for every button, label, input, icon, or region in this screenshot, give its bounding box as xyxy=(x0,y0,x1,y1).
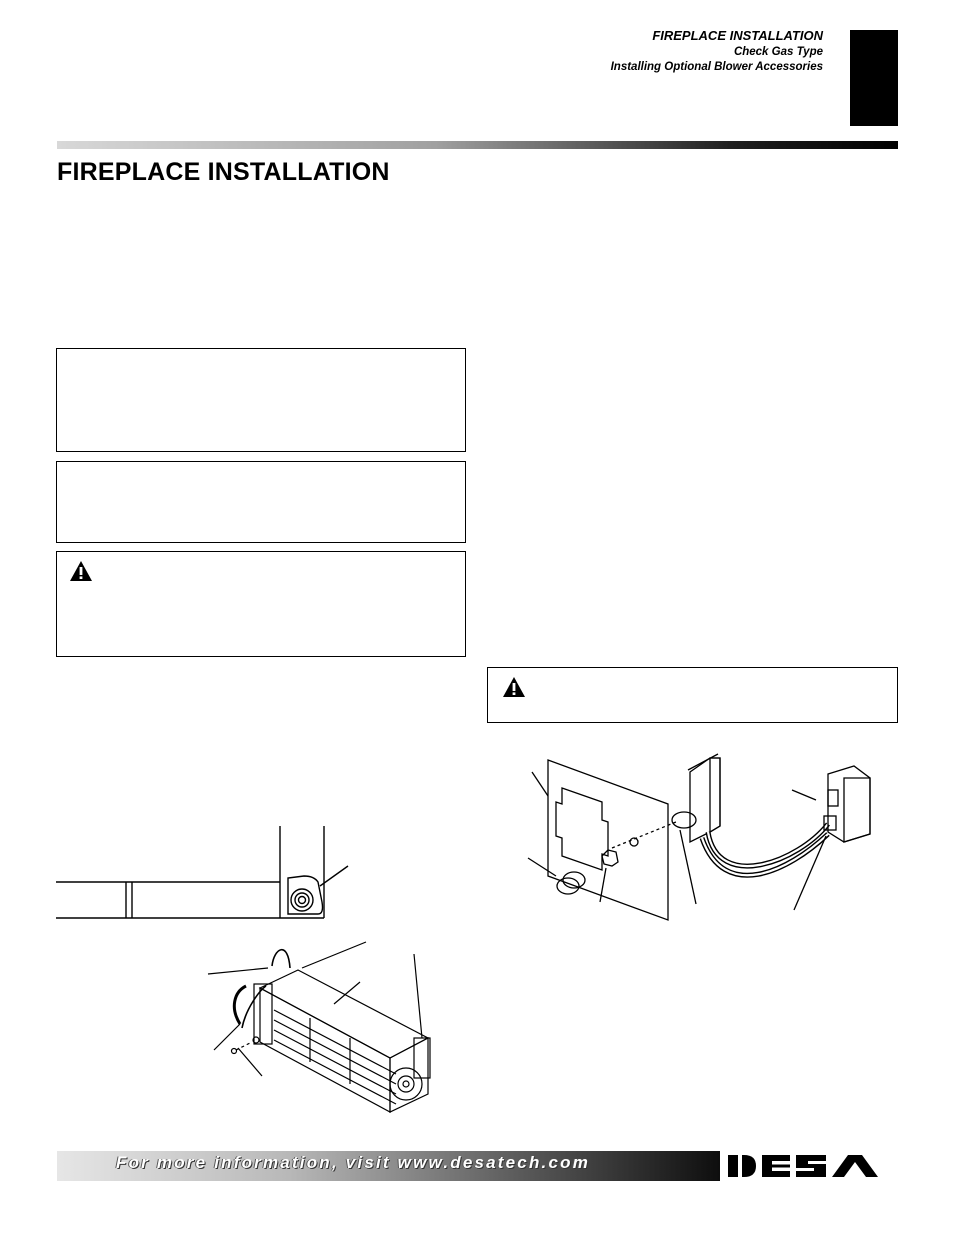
header-subtitle-blower-accessories: Installing Optional Blower Accessories xyxy=(610,61,823,73)
warning-box-right xyxy=(487,667,898,723)
blower-location-diagram xyxy=(56,826,349,919)
notice-box-2 xyxy=(56,461,466,543)
header-gradient-rule xyxy=(57,141,898,149)
blower-assembly-diagram xyxy=(207,941,431,1114)
header-title: FIREPLACE INSTALLATION xyxy=(652,28,823,43)
section-title: FIREPLACE INSTALLATION xyxy=(57,158,390,186)
blower-control-diagram xyxy=(527,753,871,921)
warning-box-left xyxy=(56,551,466,657)
warning-triangle-icon xyxy=(70,561,92,581)
notice-box-1 xyxy=(56,348,466,452)
desa-logo xyxy=(726,1151,898,1181)
footer-info-bar: For more information, visit www.desatech… xyxy=(57,1151,720,1181)
footer-website-text: For more information, visit www.desatech… xyxy=(116,1153,591,1172)
warning-triangle-icon xyxy=(503,677,525,697)
header-subtitle-check-gas-type: Check Gas Type xyxy=(733,46,823,58)
section-tab-marker xyxy=(850,30,898,126)
